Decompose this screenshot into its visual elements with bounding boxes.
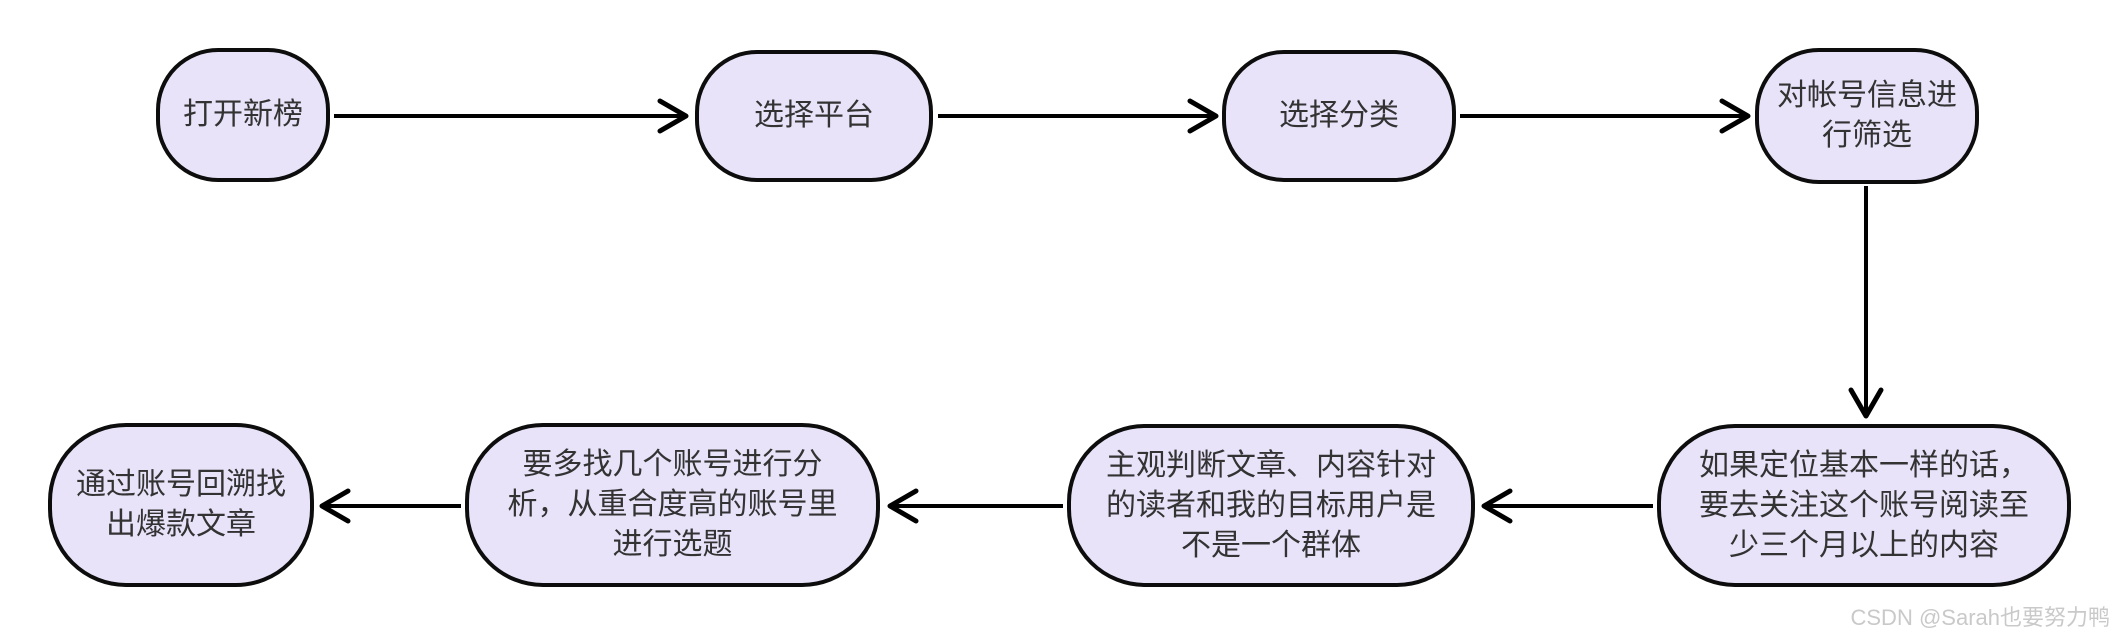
flow-node-select-platform: 选择平台 [695,50,933,182]
flow-node-analyze-multiple-accounts: 要多找几个账号进行分 析，从重合度高的账号里 进行选题 [465,423,880,587]
csdn-watermark: CSDN @Sarah也要努力鸭 [1850,605,2111,630]
flow-node-select-category: 选择分类 [1222,50,1456,182]
flow-node-judge-target-audience: 主观判断文章、内容针对 的读者和我的目标用户是 不是一个群体 [1067,424,1475,587]
flow-node-filter-account-info: 对帐号信息进 行筛选 [1755,48,1979,184]
flow-node-follow-and-read-3-months: 如果定位基本一样的话， 要去关注这个账号阅读至 少三个月以上的内容 [1657,424,2071,587]
flow-node-open-newrank: 打开新榜 [156,48,330,182]
flow-node-backtrack-hot-articles: 通过账号回溯找 出爆款文章 [48,423,314,587]
